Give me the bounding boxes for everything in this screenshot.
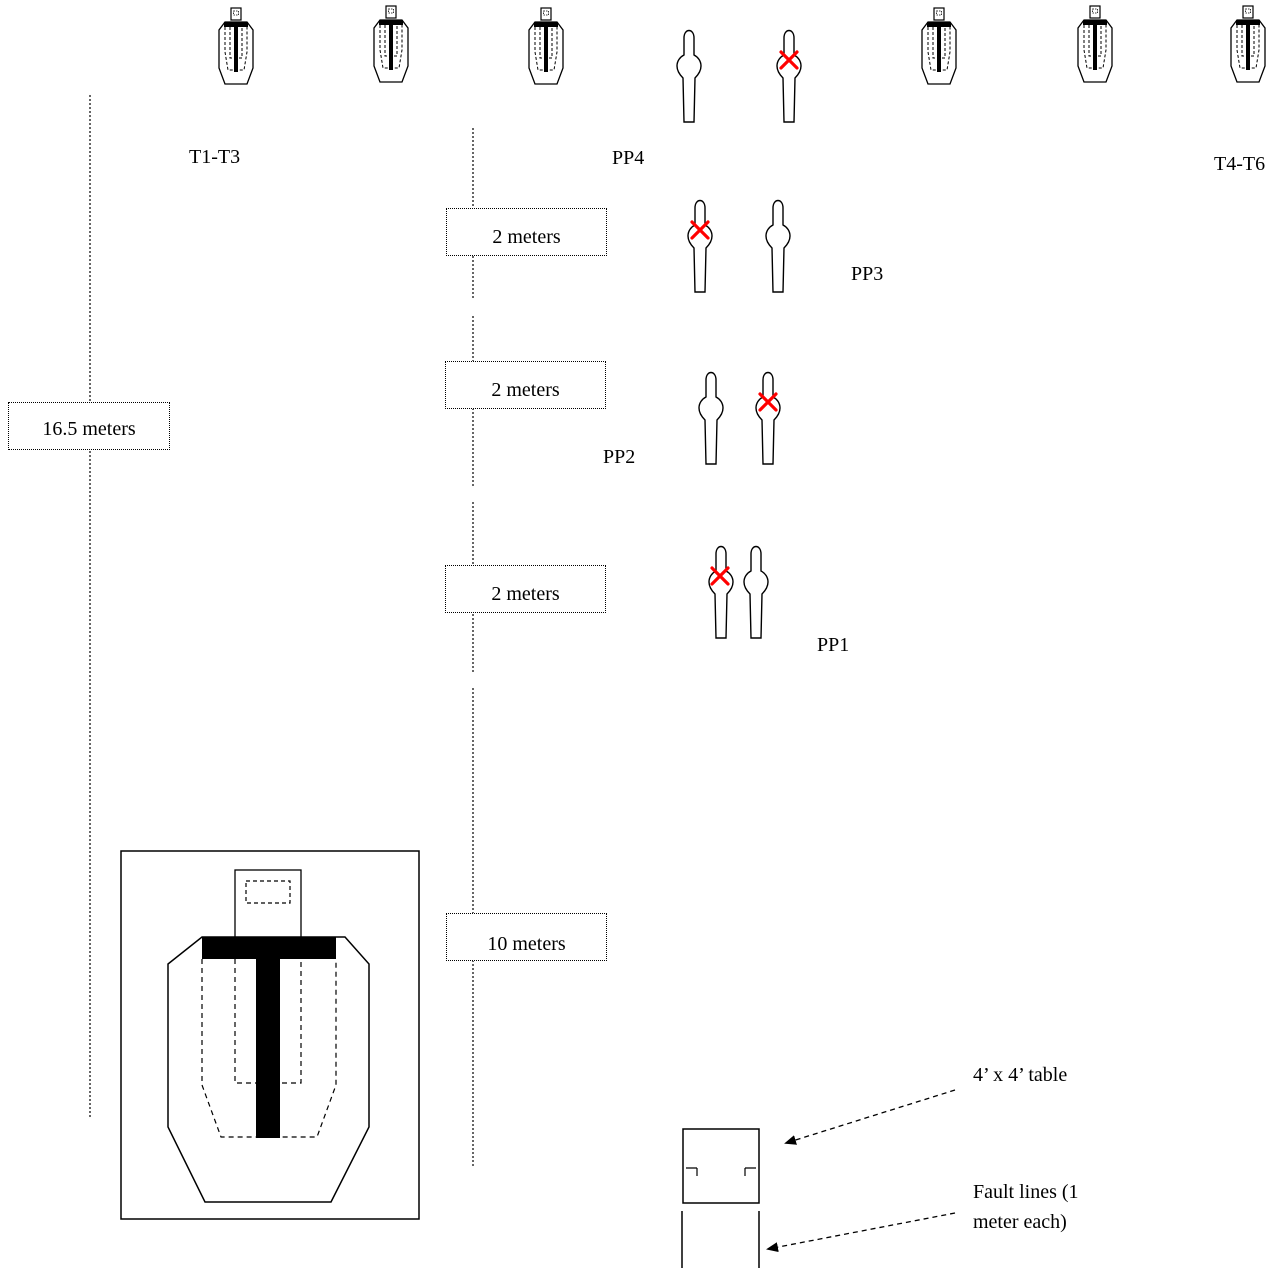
popper-icon-pp3-b <box>765 199 791 293</box>
target-icon-t2 <box>373 5 409 83</box>
target-icon-t1 <box>218 7 254 85</box>
distance-box-pp3-pp2: 2 meters <box>445 361 606 409</box>
popper-label-pp3: PP3 <box>851 263 884 285</box>
target-icon-t6 <box>1230 5 1266 83</box>
popper-icon-pp2-a <box>698 371 724 465</box>
target-detail-figure <box>120 850 420 1220</box>
popper-icon-pp2-b <box>755 371 781 465</box>
distance-box-pp2-pp1: 2 meters <box>445 565 606 613</box>
target-group-label-t1-t3: T1-T3 <box>189 146 241 168</box>
distance-box-total: 16.5 meters <box>8 402 170 450</box>
popper-label-pp1: PP1 <box>817 634 850 656</box>
fault-lines-figure <box>681 1211 760 1268</box>
popper-icon-pp1-a <box>708 545 734 639</box>
popper-icon-pp3-a <box>687 199 713 293</box>
table-label: 4’ x 4’ table <box>973 1064 1068 1086</box>
target-icon-t4 <box>921 7 957 85</box>
fault-lines-label: Fault lines (1 meter each) <box>973 1181 1079 1233</box>
target-icon-t5 <box>1077 5 1113 83</box>
target-group-label-t4-t6: T4-T6 <box>1214 153 1266 175</box>
fault-lines-arrow <box>766 1212 956 1253</box>
popper-icon-pp1-b <box>743 545 769 639</box>
table-figure <box>682 1128 760 1204</box>
popper-icon-pp4-b <box>776 29 802 123</box>
distance-box-pp1-table: 10 meters <box>446 913 607 961</box>
distance-box-pp4-pp3: 2 meters <box>446 208 607 256</box>
target-icon-t3 <box>528 7 564 85</box>
popper-label-pp4: PP4 <box>612 147 645 169</box>
table-arrow <box>784 1089 956 1145</box>
popper-icon-pp4-a <box>676 29 702 123</box>
popper-label-pp2: PP2 <box>603 446 636 468</box>
